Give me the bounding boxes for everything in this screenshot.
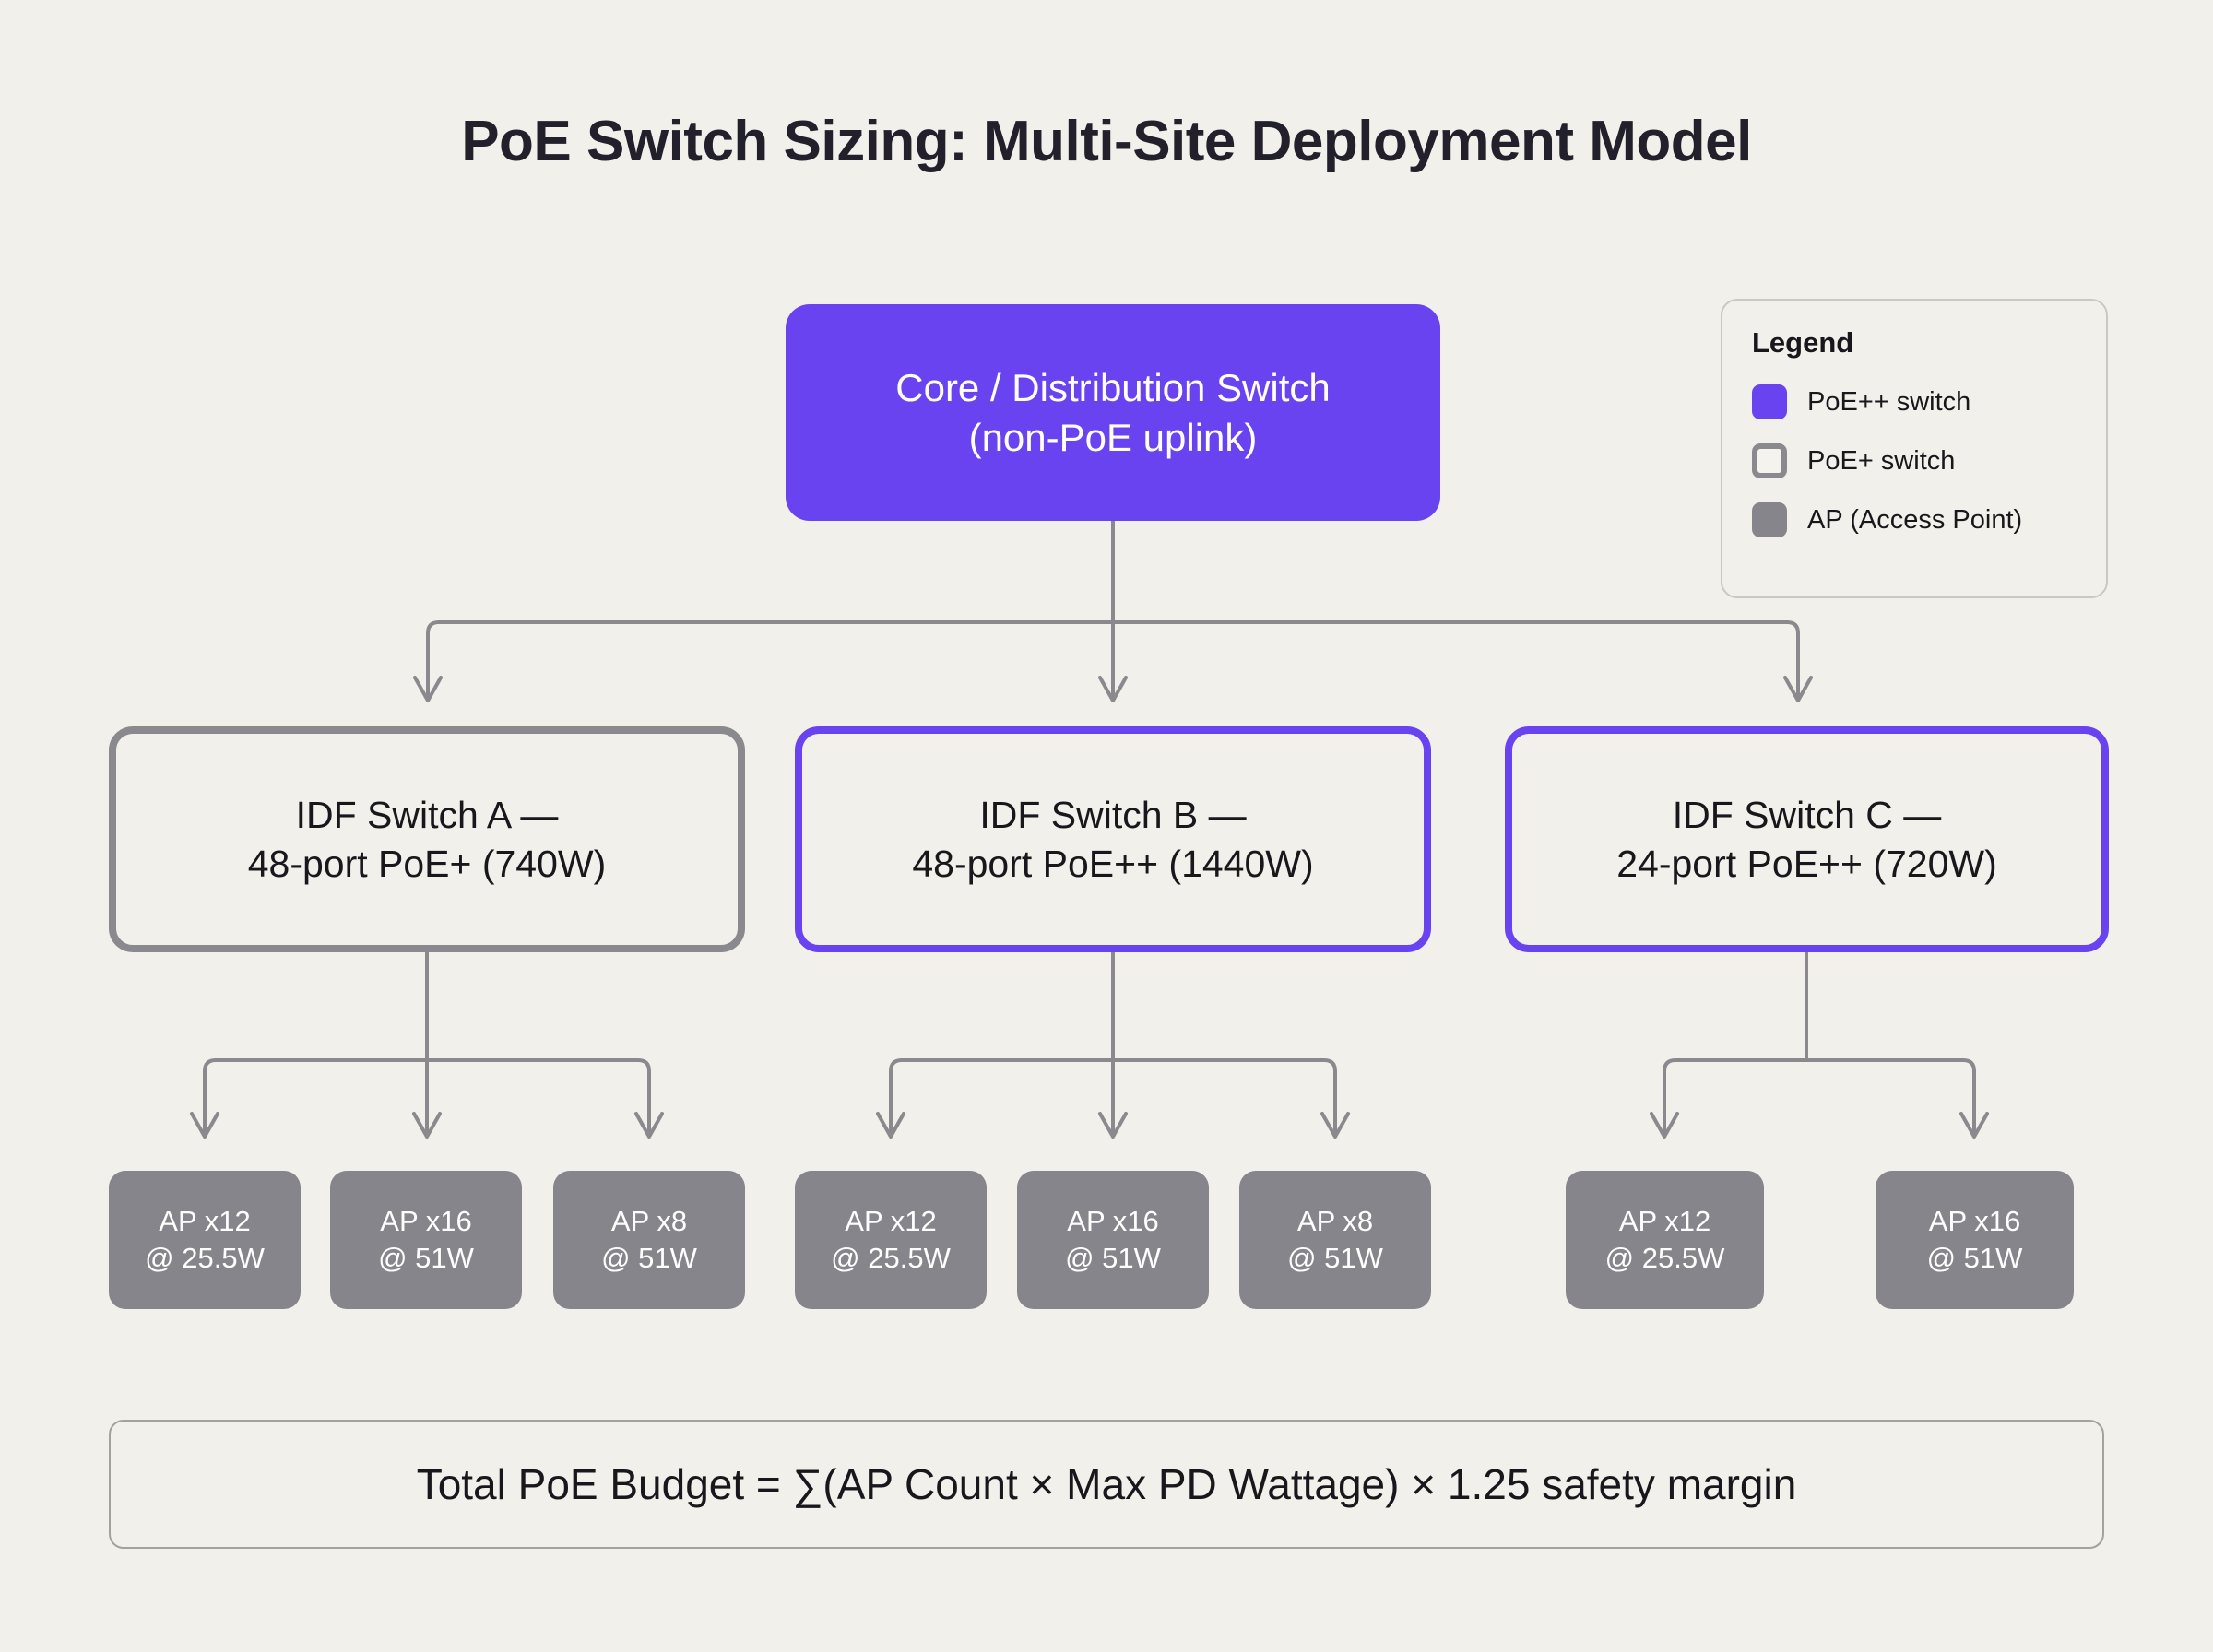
legend-item-poe-p-switch: PoE+ switch <box>1752 439 2082 483</box>
legend-item-poe-pp-switch: PoE++ switch <box>1752 380 2082 424</box>
node-idf-switch-c[interactable]: IDF Switch C — 24-port PoE++ (720W) <box>1505 726 2109 952</box>
arrowhead-b3 <box>1320 1112 1350 1139</box>
connector-root-right-drop <box>1785 620 1800 698</box>
arrowhead-idf-b <box>1098 676 1128 702</box>
node-ap-a2[interactable]: AP x16 @ 51W <box>330 1171 522 1309</box>
ap-a2-line-2: @ 51W <box>378 1242 474 1274</box>
legend-item-access-point: AP (Access Point) <box>1752 498 2082 542</box>
node-idf-switch-b[interactable]: IDF Switch B — 48-port PoE++ (1440W) <box>795 726 1431 952</box>
arrowhead-c1 <box>1650 1112 1679 1139</box>
page-title: PoE Switch Sizing: Multi-Site Deployment… <box>461 110 1752 173</box>
connector-c-left-drop <box>1663 1058 1677 1134</box>
node-ap-a3[interactable]: AP x8 @ 51W <box>553 1171 745 1309</box>
ap-b3-line-2: @ 51W <box>1287 1242 1383 1274</box>
node-ap-b3[interactable]: AP x8 @ 51W <box>1239 1171 1431 1309</box>
connector-b-right-drop <box>1322 1058 1337 1134</box>
node-ap-b1[interactable]: AP x12 @ 25.5W <box>795 1171 987 1309</box>
legend-label-poe-pp: PoE++ switch <box>1807 386 1971 417</box>
ap-b3-line-1: AP x8 <box>1296 1205 1374 1238</box>
arrowhead-a2 <box>412 1112 442 1139</box>
root-line-1: Core / Distribution Switch <box>895 365 1331 409</box>
ap-a2-line-1: AP x16 <box>380 1205 472 1238</box>
arrowhead-b2 <box>1098 1112 1128 1139</box>
idf-a-line-1: IDF Switch A — <box>295 794 559 837</box>
node-ap-a1[interactable]: AP x12 @ 25.5W <box>109 1171 301 1309</box>
arrowhead-idf-a <box>413 676 443 702</box>
node-ap-b2[interactable]: AP x16 @ 51W <box>1017 1171 1209 1309</box>
arrowhead-a3 <box>634 1112 664 1139</box>
formula-text: Total PoE Budget = ∑(AP Count × Max PD W… <box>416 1460 1797 1508</box>
arrowhead-c2 <box>1959 1112 1989 1139</box>
node-ap-c2[interactable]: AP x16 @ 51W <box>1876 1171 2074 1309</box>
connector-root-left-drop <box>426 620 441 698</box>
ap-c1-line-2: @ 25.5W <box>1604 1242 1725 1274</box>
node-idf-switch-a[interactable]: IDF Switch A — 48-port PoE+ (740W) <box>109 726 745 952</box>
formula-panel: Total PoE Budget = ∑(AP Count × Max PD W… <box>109 1420 2104 1549</box>
idf-c-line-2: 24-port PoE++ (720W) <box>1616 842 1997 885</box>
ap-a1-line-1: AP x12 <box>159 1205 251 1238</box>
idf-b-line-2: 48-port PoE++ (1440W) <box>912 842 1314 885</box>
ap-c2-line-1: AP x16 <box>1928 1205 2021 1238</box>
legend-title: Legend <box>1752 326 1854 359</box>
node-ap-c1[interactable]: AP x12 @ 25.5W <box>1566 1171 1764 1309</box>
idf-c-line-1: IDF Switch C — <box>1672 794 1942 837</box>
arrowhead-idf-c <box>1783 676 1813 702</box>
ap-b1-line-2: @ 25.5W <box>831 1242 951 1274</box>
idf-b-line-1: IDF Switch B — <box>979 794 1247 837</box>
arrowhead-b1 <box>876 1112 905 1139</box>
ap-a3-line-2: @ 51W <box>601 1242 697 1274</box>
connector-a-right-drop <box>636 1058 651 1134</box>
arrowhead-a1 <box>190 1112 219 1139</box>
node-core-distribution-switch[interactable]: Core / Distribution Switch (non-PoE upli… <box>786 304 1440 521</box>
connector-b-left-drop <box>889 1058 904 1134</box>
ap-b2-line-2: @ 51W <box>1065 1242 1161 1274</box>
ap-b2-line-1: AP x16 <box>1067 1205 1159 1238</box>
legend-label-ap: AP (Access Point) <box>1807 504 2023 535</box>
connector-a-left-drop <box>203 1058 218 1134</box>
legend-swatch-poe-pp-icon <box>1752 384 1787 419</box>
legend-swatch-poe-p-icon <box>1752 443 1787 478</box>
ap-c1-line-1: AP x12 <box>1618 1205 1711 1238</box>
ap-a3-line-1: AP x8 <box>610 1205 688 1238</box>
legend-panel: Legend PoE++ switch PoE+ switch AP (Acce… <box>1721 299 2108 598</box>
ap-a1-line-2: @ 25.5W <box>145 1242 265 1274</box>
legend-label-poe-p: PoE+ switch <box>1807 445 1956 476</box>
connector-c-right-drop <box>1961 1058 1976 1134</box>
ap-c2-line-2: @ 51W <box>1926 1242 2023 1274</box>
ap-b1-line-1: AP x12 <box>845 1205 937 1238</box>
legend-swatch-ap-icon <box>1752 502 1787 537</box>
root-line-2: (non-PoE uplink) <box>968 415 1258 459</box>
idf-a-line-2: 48-port PoE+ (740W) <box>247 842 607 885</box>
